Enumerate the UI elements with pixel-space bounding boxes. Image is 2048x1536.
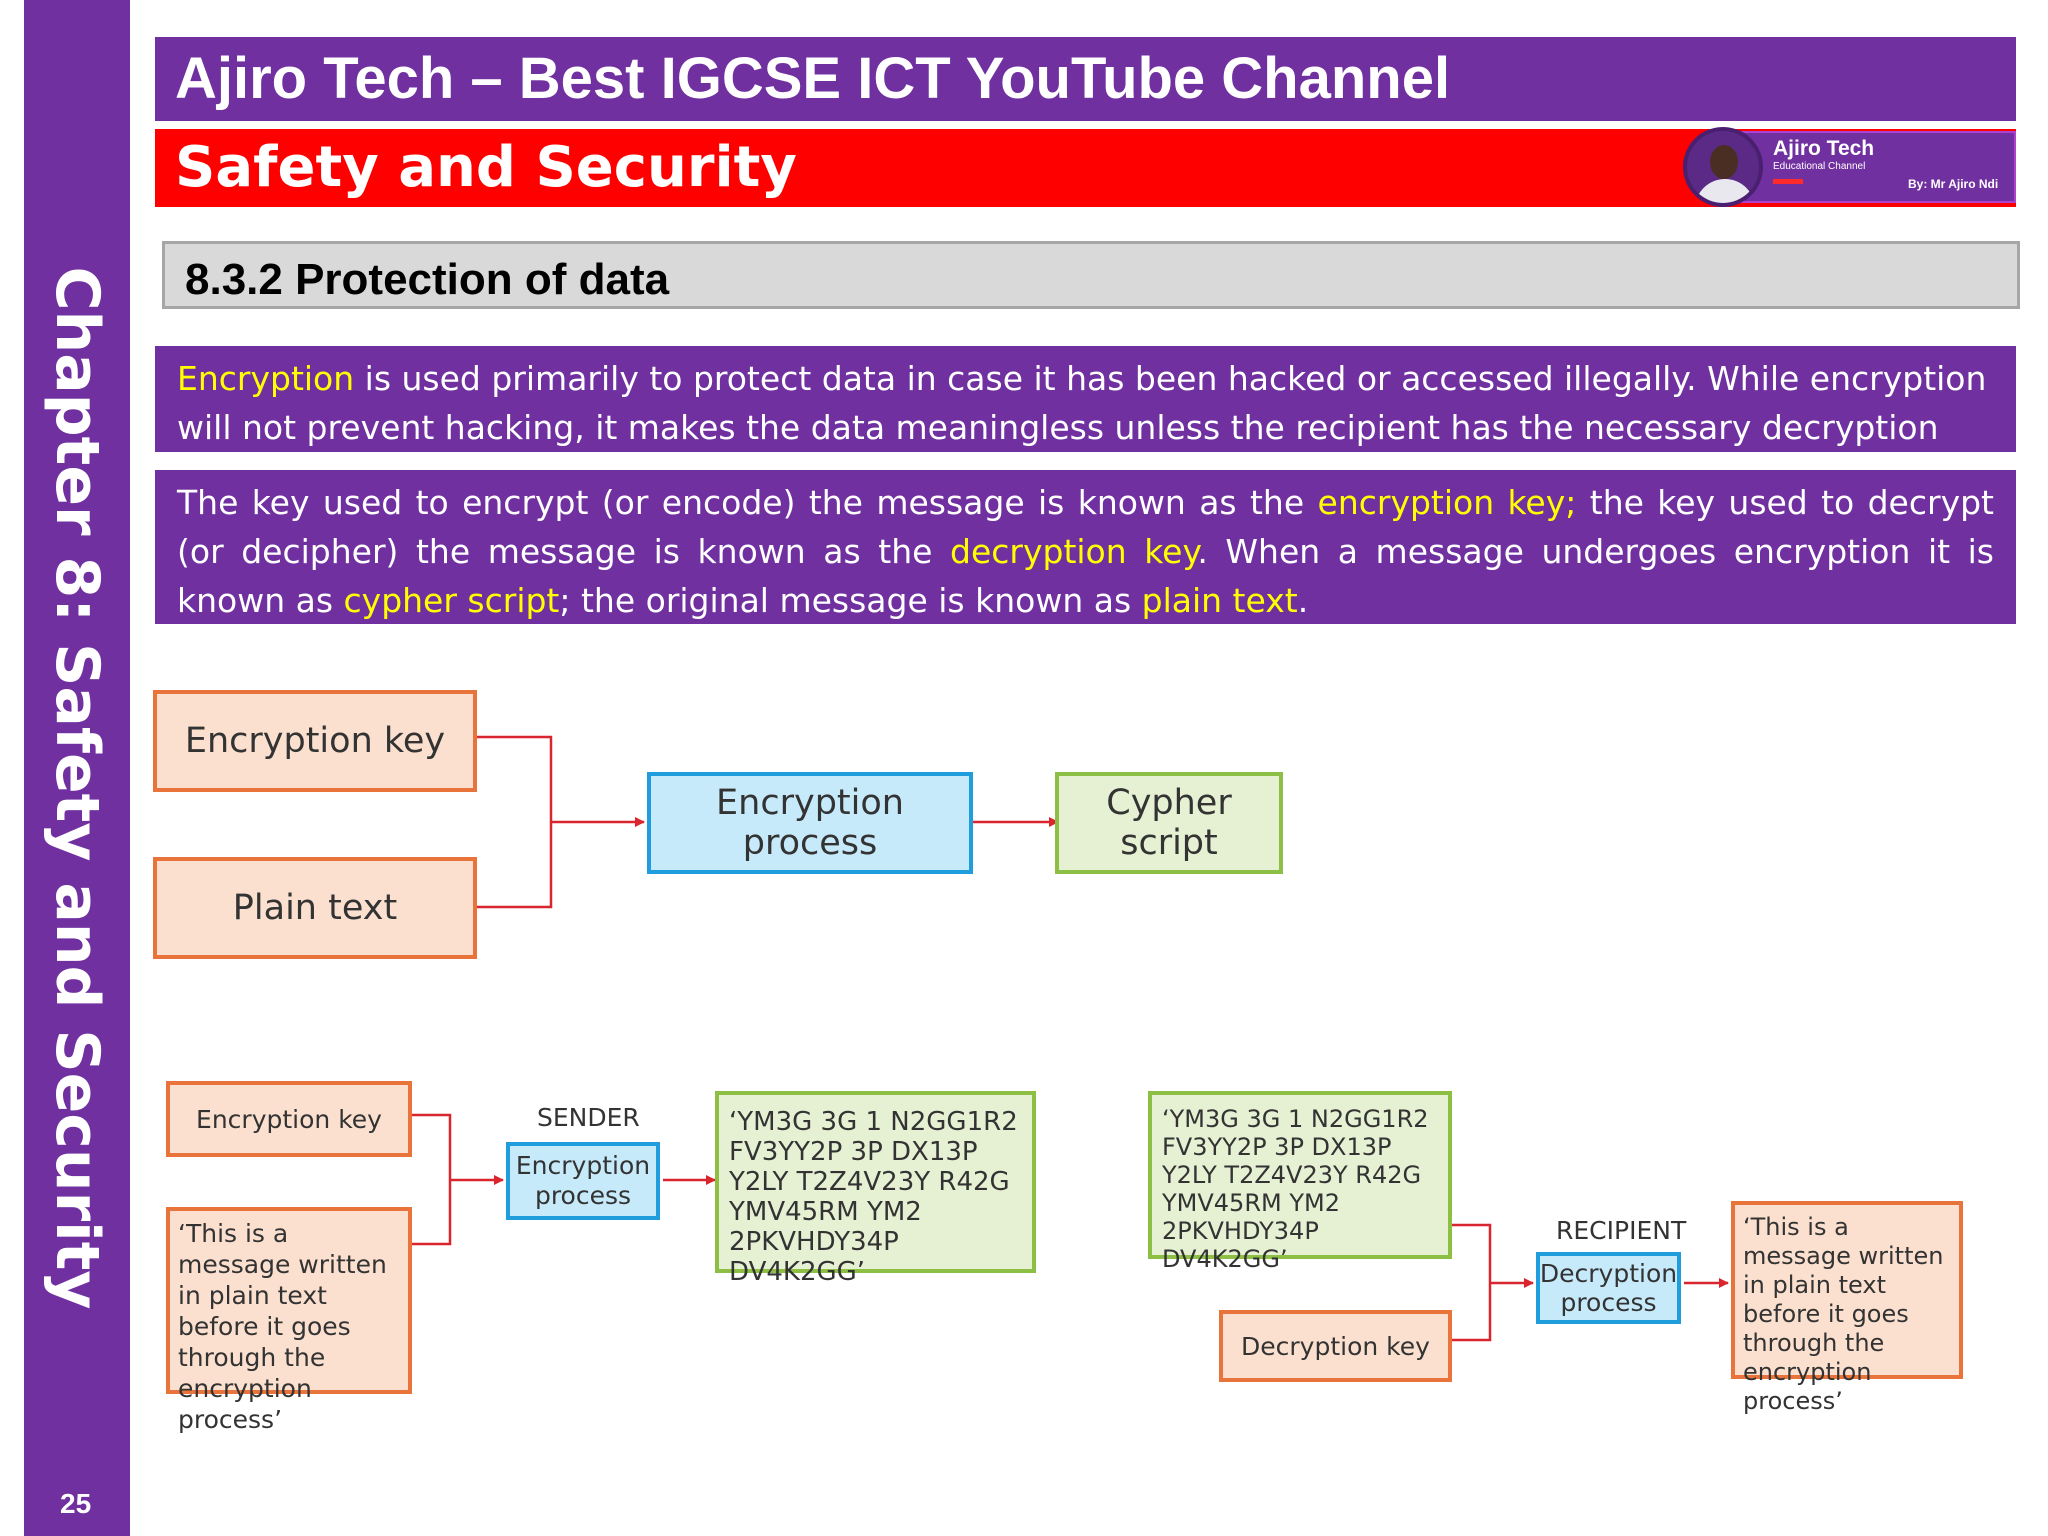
cipher-text-received-box: ‘YM3G 3G 1 N2GG1R2 FV3YY2P 3P DX13P Y2LY… bbox=[1148, 1091, 1452, 1273]
paragraph-text: The key used to encrypt (or encode) the … bbox=[177, 483, 1318, 522]
paragraph-text: the key used to decrypt (or decipher) th… bbox=[177, 483, 1994, 571]
plain-message-output-box: ‘This is a message written in plain text… bbox=[1731, 1201, 1963, 1415]
section-heading-bar: 8.3.2 Protection of data bbox=[162, 241, 2020, 309]
recipient-label: RECIPIENT bbox=[1556, 1216, 1687, 1245]
badge-accent-bar bbox=[1773, 179, 1803, 184]
page-number: 25 bbox=[60, 1488, 92, 1519]
decryption-key-box: Decryption key bbox=[1219, 1310, 1452, 1382]
encryption-process-box: Encryption process bbox=[647, 772, 973, 874]
term-decryption-key: decryption key bbox=[950, 532, 1198, 571]
encryption-paragraph: Encryption is used primarily to protect … bbox=[155, 346, 2016, 496]
connector-line bbox=[1452, 1223, 1492, 1342]
badge-channel-subtitle: Educational Channel bbox=[1773, 161, 1866, 172]
decryption-process-box: Decryption process bbox=[1536, 1252, 1681, 1324]
cipher-text-box: ‘YM3G 3G 1 N2GG1R2 FV3YY2P 3P DX13P Y2LY… bbox=[715, 1091, 1036, 1287]
term-encryption: Encryption bbox=[177, 359, 355, 398]
badge-author: By: Mr Ajiro Ndi bbox=[1908, 177, 1999, 191]
plain-text-box: Plain text bbox=[153, 857, 477, 959]
sender-label: SENDER bbox=[537, 1103, 640, 1132]
paragraph-text: . When a message undergoes encryption it… bbox=[177, 532, 1995, 620]
avatar bbox=[1683, 127, 1763, 207]
term-plain-text: plain text bbox=[1141, 581, 1298, 620]
badge-panel bbox=[1719, 131, 2016, 203]
paragraph-text: ; the original message is known as bbox=[559, 581, 1142, 620]
encryption-key-box: Encryption key bbox=[166, 1081, 412, 1157]
encryption-process-box: Encryption process bbox=[506, 1142, 660, 1220]
badge-channel-name: Ajiro Tech bbox=[1773, 137, 1875, 160]
term-encryption-key: encryption key; bbox=[1317, 483, 1577, 522]
paragraph-text: is used primarily to protect data in cas… bbox=[177, 359, 1987, 496]
connector-line bbox=[472, 735, 553, 909]
keys-paragraph: The key used to encrypt (or encode) the … bbox=[155, 470, 2016, 624]
chapter-sidebar bbox=[24, 0, 130, 1536]
cypher-script-box: Cypher script bbox=[1055, 772, 1283, 874]
section-title: 8.3.2 Protection of data bbox=[185, 255, 670, 304]
channel-badge: Ajiro Tech Educational Channel By: Mr Aj… bbox=[1683, 127, 2018, 207]
header-bar: Ajiro Tech – Best IGCSE ICT YouTube Chan… bbox=[155, 37, 2016, 121]
header-title: Ajiro Tech – Best IGCSE ICT YouTube Chan… bbox=[175, 46, 1451, 111]
term-cypher-script: cypher script bbox=[343, 581, 560, 620]
encryption-key-box: Encryption key bbox=[153, 690, 477, 792]
plain-message-box: ‘This is a message written in plain text… bbox=[166, 1207, 412, 1434]
topic-title: Safety and Security bbox=[175, 135, 797, 200]
paragraph-text: . bbox=[1297, 581, 1309, 620]
connector-line bbox=[412, 1113, 452, 1246]
